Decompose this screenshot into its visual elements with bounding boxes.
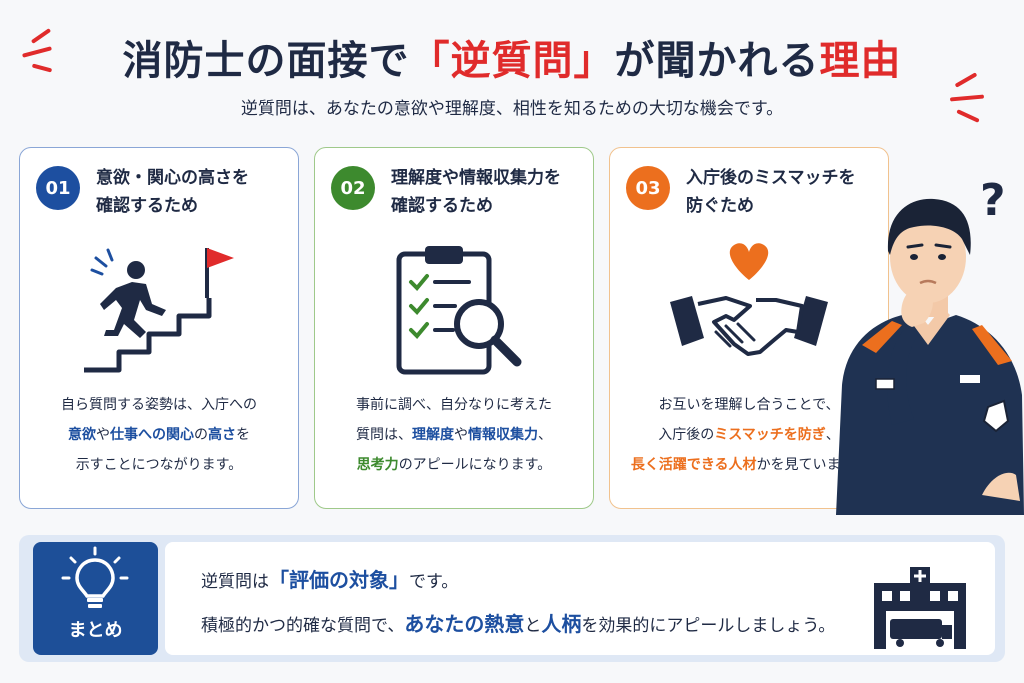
- card-heading: 入庁後のミスマッチを 防ぐため: [686, 168, 856, 216]
- card-body-text: 自ら質問する姿勢は、入庁への 意欲や仕事への関心の高さを 示すことにつながります…: [61, 397, 257, 473]
- summary-section: まとめ 逆質問は「評価の対象」です。 積極的かつ的確な質問で、あなたの熱意と人柄…: [19, 535, 1005, 662]
- firefighter-thinking-illustration: ?: [836, 175, 1024, 515]
- card-number-badge: 03: [626, 166, 670, 210]
- handshake-heart-icon: [670, 243, 828, 356]
- card-number-badge: 02: [331, 166, 375, 210]
- svg-text:?: ?: [980, 175, 1006, 226]
- reason-card-2: 02 理解度や情報収集力を 確認するため 事前に調べ、自分なりに考えた 質問は、…: [314, 147, 594, 509]
- page-subtitle: 逆質問は、あなたの意欲や理解度、相性を知るための大切な機会です。: [240, 99, 784, 119]
- card-heading: 意欲・関心の高さを 確認するため: [96, 168, 249, 216]
- card-number-badge: 01: [36, 166, 80, 210]
- reason-card-1: 01 意欲・関心の高さを 確認するため 自ら質問する姿勢は、入庁への 意欲や仕事…: [19, 147, 299, 509]
- stairs-climbing-flag-icon: [84, 248, 234, 373]
- clipboard-magnifier-icon: [396, 246, 522, 375]
- fire-station-icon: [874, 567, 966, 649]
- page-title: 消防士の面接で「逆質問」が聞かれる理由: [122, 38, 902, 84]
- card-heading: 理解度や情報収集力を 確認するため: [391, 168, 561, 216]
- summary-box: 逆質問は「評価の対象」です。 積極的かつ的確な質問で、あなたの熱意と人柄を効果的…: [165, 542, 995, 655]
- summary-line-2: 積極的かつ的確な質問で、あなたの熱意と人柄を効果的にアピールしましょう。: [201, 612, 836, 636]
- summary-label: まとめ: [33, 542, 158, 655]
- summary-line-1: 逆質問は「評価の対象」です。: [201, 568, 459, 592]
- card-body-text: 事前に調べ、自分なりに考えた 質問は、理解度や情報収集力、 思考力のアピールにな…: [356, 397, 552, 473]
- lightbulb-icon: [61, 546, 129, 608]
- summary-label-text: まとめ: [68, 620, 123, 641]
